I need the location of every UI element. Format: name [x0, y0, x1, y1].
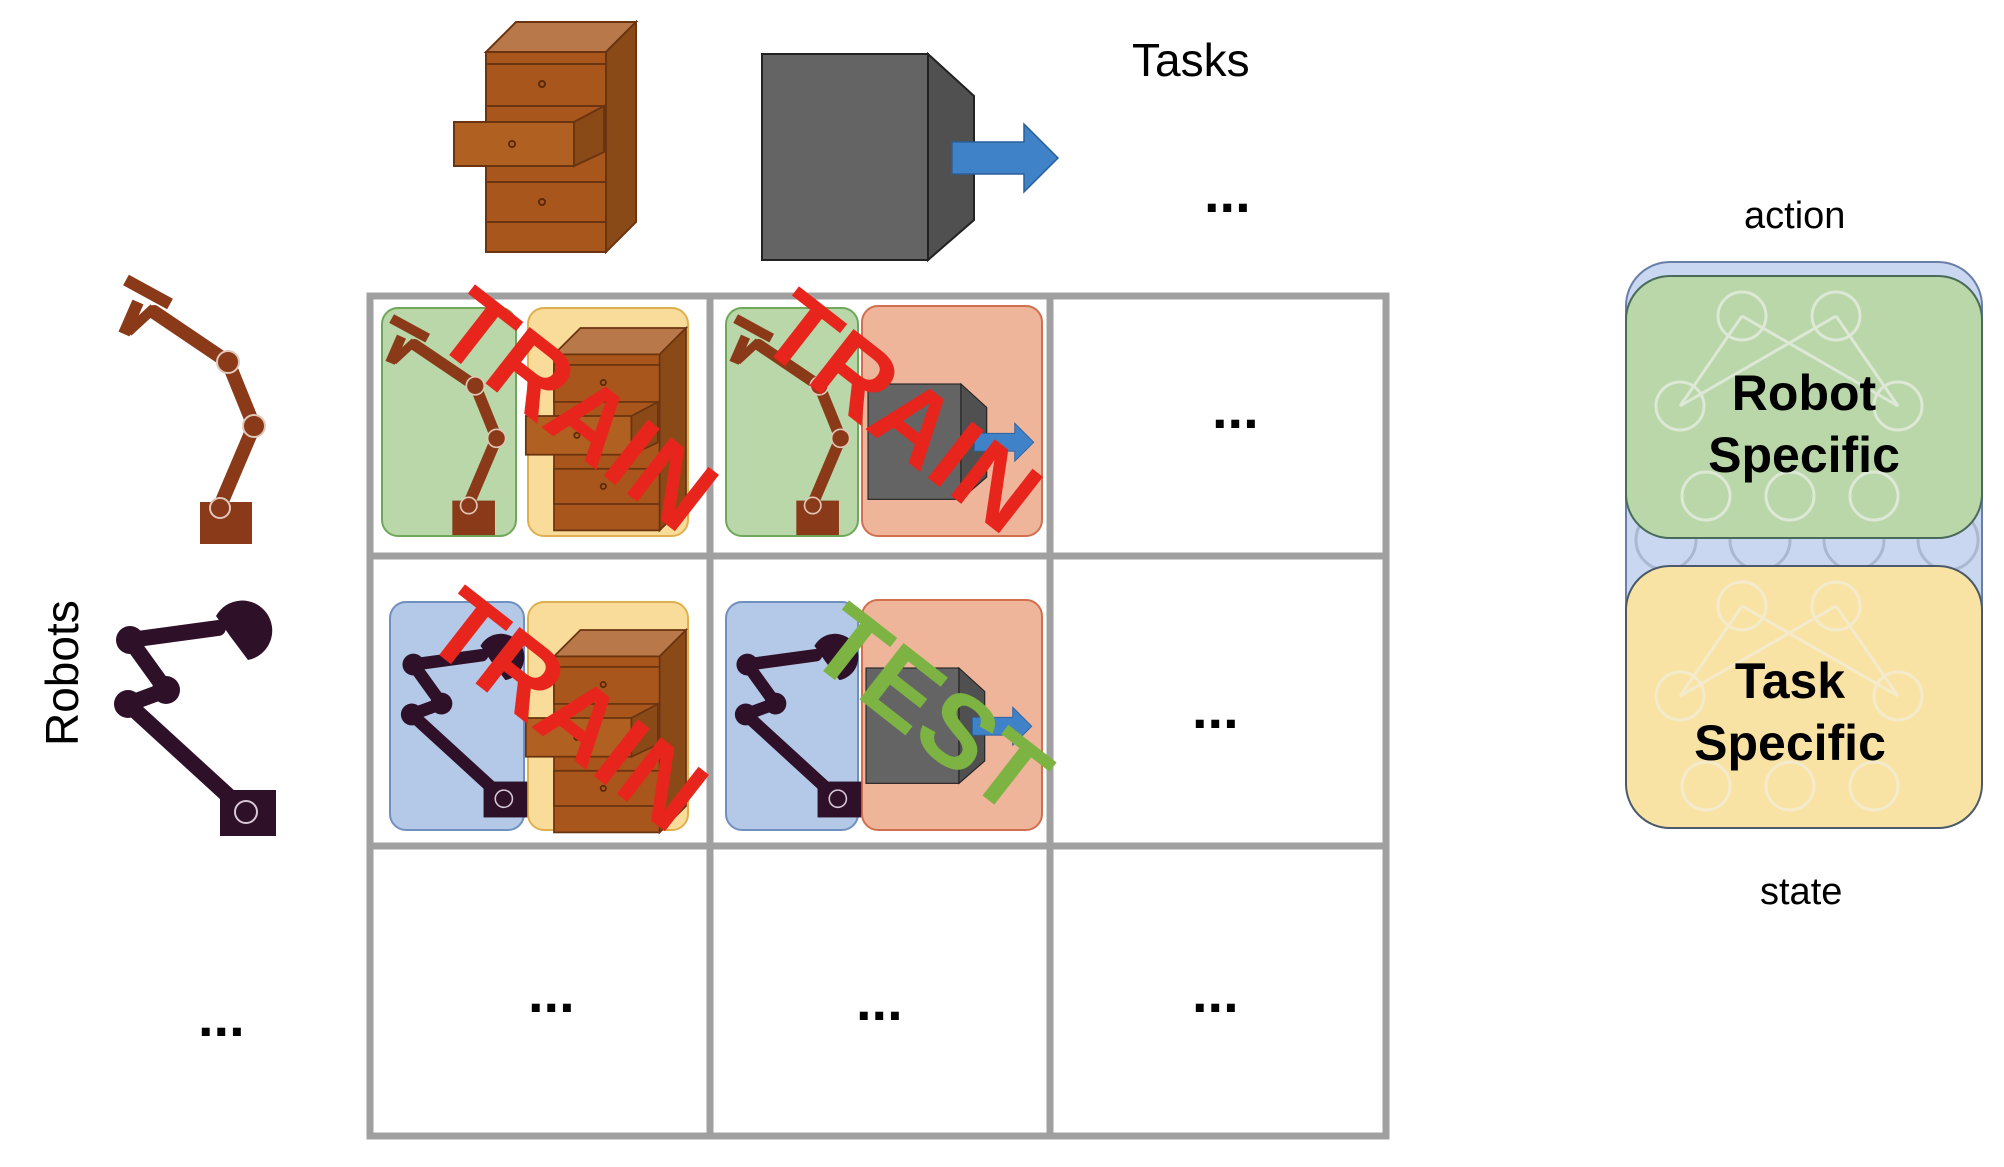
brown-robot-arm-icon: [124, 280, 265, 544]
grid-border: [366, 292, 1390, 1140]
cell-ellipsis: ...: [856, 969, 903, 1032]
cell-robot1-drawer: TRAIN: [381, 267, 738, 554]
state-label: state: [1760, 871, 1842, 913]
task-robot-grid: [366, 292, 1390, 1140]
drawer-cabinet-icon: [453, 21, 637, 253]
robot-module-label-line2: Specific: [1708, 427, 1900, 483]
tasks-ellipsis: ...: [1204, 161, 1251, 224]
cell-robot2-drawer: TRAIN: [389, 567, 728, 854]
robot-module-label-line1: Robot: [1732, 365, 1877, 421]
action-label: action: [1744, 195, 1845, 237]
task-module-label-line2: Specific: [1694, 715, 1886, 771]
cell-ellipsis: ...: [1212, 377, 1259, 440]
purple-robot-arm-icon: [114, 601, 276, 836]
robots-label: Robots: [36, 600, 88, 746]
task-module-label-line1: Task: [1735, 653, 1845, 709]
cell-robot1-push: TRAIN: [725, 269, 1062, 556]
cell-robot2-push: TEST: [725, 583, 1071, 838]
tasks-label: Tasks: [1132, 34, 1250, 86]
task-module-nodes: [1654, 580, 1924, 812]
cell-ellipsis: ...: [1192, 677, 1239, 740]
modular-policy-network: action state Robot Specific: [1625, 195, 1983, 913]
push-block-icon: [761, 53, 1059, 261]
cell-ellipsis: ...: [1192, 961, 1239, 1024]
robot-module-nodes: [1654, 290, 1924, 522]
robots-ellipsis: ...: [198, 985, 245, 1048]
cell-ellipsis: ...: [528, 961, 575, 1024]
